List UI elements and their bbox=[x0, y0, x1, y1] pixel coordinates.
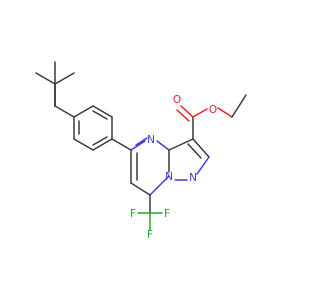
bond-ph-tbu bbox=[54, 105, 75, 118]
pyrimidine-ring bbox=[130, 137, 170, 196]
bond-c5-n4 bbox=[130, 140, 146, 151]
bond-c2-n1 bbox=[196, 156, 210, 175]
bond-c5-n4-double bbox=[135, 137, 148, 146]
bond-c3-c2-double bbox=[187, 143, 202, 159]
atom-n-pyrazole-bridge: N bbox=[165, 171, 173, 183]
bond-ch2-ch3 bbox=[231, 94, 247, 118]
atom-f-left: F bbox=[130, 208, 136, 220]
bond-c3-c2 bbox=[192, 138, 210, 158]
bond-carbonyl-o bbox=[180, 105, 194, 118]
bond-c7-c6 bbox=[130, 182, 151, 196]
bond-c3a-c3 bbox=[168, 138, 194, 151]
trifluoromethyl-group bbox=[137, 194, 163, 231]
atom-n-pyrimidine: N bbox=[147, 134, 155, 146]
bond-ph-5 bbox=[73, 138, 94, 151]
bond-methyl-2 bbox=[54, 72, 75, 85]
pyrazole-ring bbox=[168, 138, 210, 181]
bond-c-o-ester bbox=[192, 108, 208, 118]
tert-butyl-group bbox=[35, 61, 75, 107]
bond-n4-c3a bbox=[156, 140, 170, 151]
bond-ph-2 bbox=[92, 105, 113, 118]
atom-n-pyrazole: N bbox=[189, 172, 197, 184]
atom-f-bottom: F bbox=[147, 229, 153, 241]
atom-o-ester: O bbox=[209, 104, 217, 116]
ester-group bbox=[176, 94, 247, 140]
atom-f-right: F bbox=[164, 208, 170, 220]
bond-carbonyl-o-double bbox=[176, 109, 190, 122]
bond-o-ch2 bbox=[217, 107, 233, 118]
bond-methyl-1 bbox=[35, 72, 56, 85]
bond-ph-double-1 bbox=[92, 110, 108, 120]
molecule-structure-diagram: N N N O O F F F bbox=[35, 61, 247, 241]
atom-o-carbonyl: O bbox=[173, 94, 181, 106]
phenyl-ring bbox=[54, 105, 113, 151]
bond-ph-double-2 bbox=[92, 136, 108, 146]
bond-ph-pyrimidine bbox=[111, 138, 132, 151]
bond-ph-4 bbox=[92, 138, 113, 151]
bond-ph-1 bbox=[73, 105, 94, 118]
molecule-svg: N N N O O F F F bbox=[35, 61, 247, 241]
bond-n7a-c7 bbox=[149, 175, 170, 196]
